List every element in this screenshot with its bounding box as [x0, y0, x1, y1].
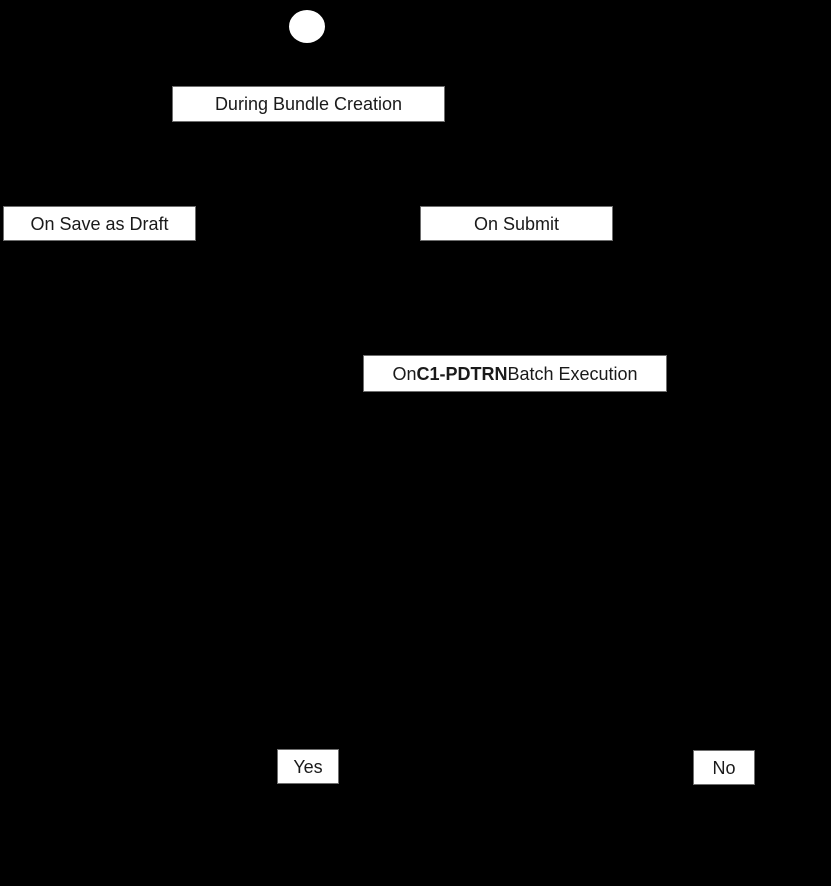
- label-no-text: No: [712, 757, 736, 778]
- label-on-submit-text: On Submit: [473, 213, 560, 234]
- label-on-save-as-draft-text: On Save as Draft: [30, 213, 169, 234]
- label-batch-execution-code: C1-PDTRN: [416, 363, 508, 384]
- label-batch-execution-prefix: On: [392, 363, 417, 384]
- label-batch-execution-suffix: Batch Execution: [507, 363, 638, 384]
- label-batch-execution: On C1-PDTRN Batch Execution: [363, 355, 667, 392]
- label-on-submit: On Submit: [420, 206, 613, 241]
- label-during-bundle-creation: During Bundle Creation: [172, 86, 445, 122]
- label-no: No: [693, 750, 755, 785]
- label-yes-text: Yes: [293, 756, 323, 777]
- label-during-bundle-creation-text: During Bundle Creation: [214, 94, 403, 114]
- label-on-save-as-draft: On Save as Draft: [3, 206, 196, 241]
- start-node-circle: [289, 10, 325, 43]
- label-yes: Yes: [277, 749, 339, 784]
